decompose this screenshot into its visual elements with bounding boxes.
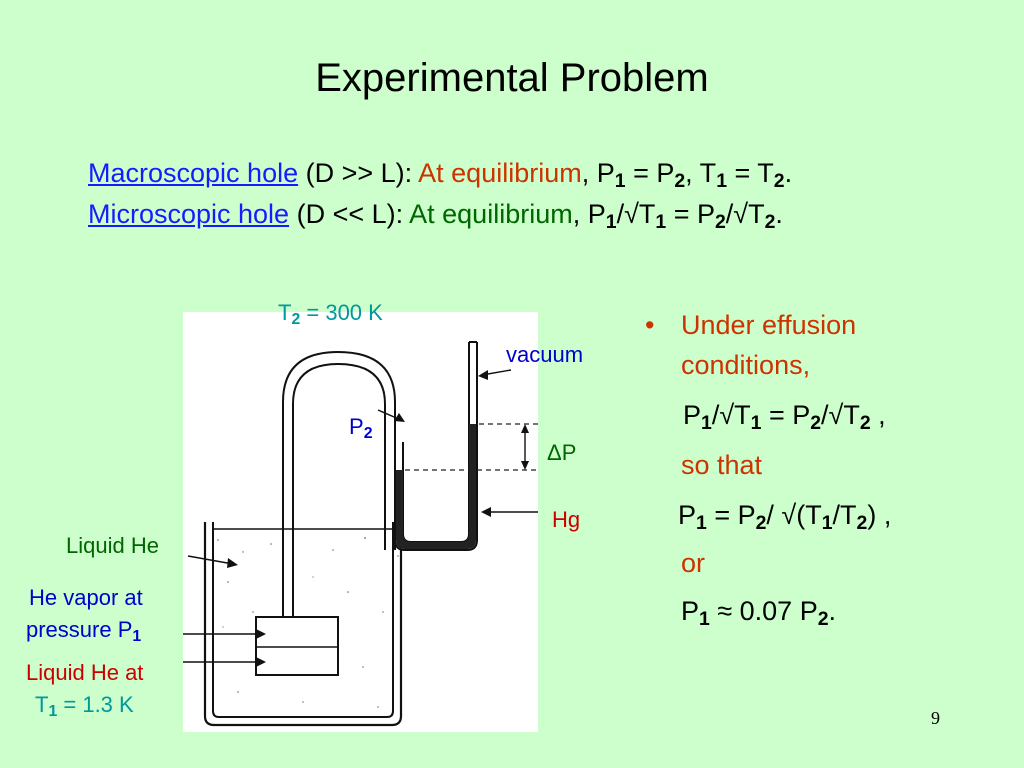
scan-speckle [212, 537, 399, 708]
u-tube-outer [394, 342, 478, 551]
vapor-arrow-head [256, 629, 266, 639]
vacuum-arrow-head [478, 370, 488, 380]
formula-1: P1/√T1 = P2/√T2 , [683, 400, 886, 434]
micro-a: /√T [616, 199, 656, 229]
micro-c: /√T [725, 199, 765, 229]
liquid-at-label: Liquid He at [26, 660, 144, 685]
macro-eq2: = T [727, 158, 774, 188]
bullet-item: • Under effusion [645, 310, 857, 341]
p2-arrow-head [394, 413, 405, 422]
tube-outer [282, 350, 396, 617]
macro-eq1: = P [625, 158, 675, 188]
micro-equilibrium: At equilibrium [409, 199, 573, 229]
macro-sub1: 1 [614, 169, 626, 192]
bullet-line1: Under effusion [681, 310, 857, 340]
hg-arrow-head [481, 507, 491, 517]
formula-2: P1 = P2/ √(T1/T2) , [678, 500, 892, 534]
so-that-text: so that [681, 450, 763, 480]
macro-mid: , T [685, 158, 717, 188]
slide-title: Experimental Problem [315, 56, 709, 100]
liquid-he-label: Liquid He [66, 533, 159, 558]
bullet-symbol: • [645, 310, 655, 340]
vacuum-label: vacuum [506, 342, 584, 367]
vapor-label-line2: pressure P1 [26, 617, 142, 645]
macro-sub2: 2 [674, 169, 686, 192]
macroscopic-hole-link[interactable]: Macroscopic hole [88, 158, 299, 188]
delta-p-arrow-up [521, 424, 529, 433]
t2-label: T2 = 300 K [278, 300, 383, 328]
delta-p-arrow-down [521, 461, 529, 470]
macro-comma: , [581, 158, 597, 188]
micro-sub2: 1 [655, 210, 667, 233]
page-number: 9 [931, 708, 940, 728]
bullet-line2: conditions, [681, 350, 811, 380]
t1-label: T1 = 1.3 K [35, 692, 134, 720]
liquid-at-arrow-head [256, 657, 266, 667]
or-text: or [681, 548, 706, 578]
hg-label: Hg [552, 507, 581, 532]
macro-sub4: 2 [773, 169, 785, 192]
macroscopic-equation: Macroscopic hole (D >> L): At equilibriu… [88, 158, 793, 192]
dewar-inner [212, 522, 394, 718]
micro-b: = P [666, 199, 715, 229]
delta-p-label: ΔP [547, 440, 577, 465]
micro-sub1: 1 [605, 210, 617, 233]
tube-inner [292, 362, 386, 617]
dewar-outer [203, 522, 403, 727]
liquid-he-arrow-head [227, 558, 238, 568]
macro-equilibrium: At equilibrium [418, 158, 582, 188]
micro-end: . [775, 199, 783, 229]
formula-3: P1 ≈ 0.07 P2. [681, 596, 837, 630]
micro-sub3: 2 [714, 210, 726, 233]
liquid-he-arrow [187, 555, 234, 565]
macro-condition: (D >> L): [298, 158, 419, 188]
macro-end: . [784, 158, 793, 188]
macro-sub3: 1 [716, 169, 727, 192]
vapor-chamber [255, 616, 339, 676]
micro-p1: P [587, 199, 606, 229]
micro-comma: , [572, 199, 588, 229]
microscopic-hole-link[interactable]: Microscopic hole [88, 199, 290, 229]
micro-sub4: 2 [764, 210, 776, 233]
macro-p1: P [596, 158, 615, 188]
microscopic-equation: Microscopic hole (D << L): At equilibriu… [88, 199, 783, 233]
p2-label: P2 [349, 414, 373, 442]
apparatus-diagram [183, 312, 538, 732]
vapor-label-line1: He vapor at [29, 585, 143, 610]
micro-condition: (D << L): [289, 199, 410, 229]
